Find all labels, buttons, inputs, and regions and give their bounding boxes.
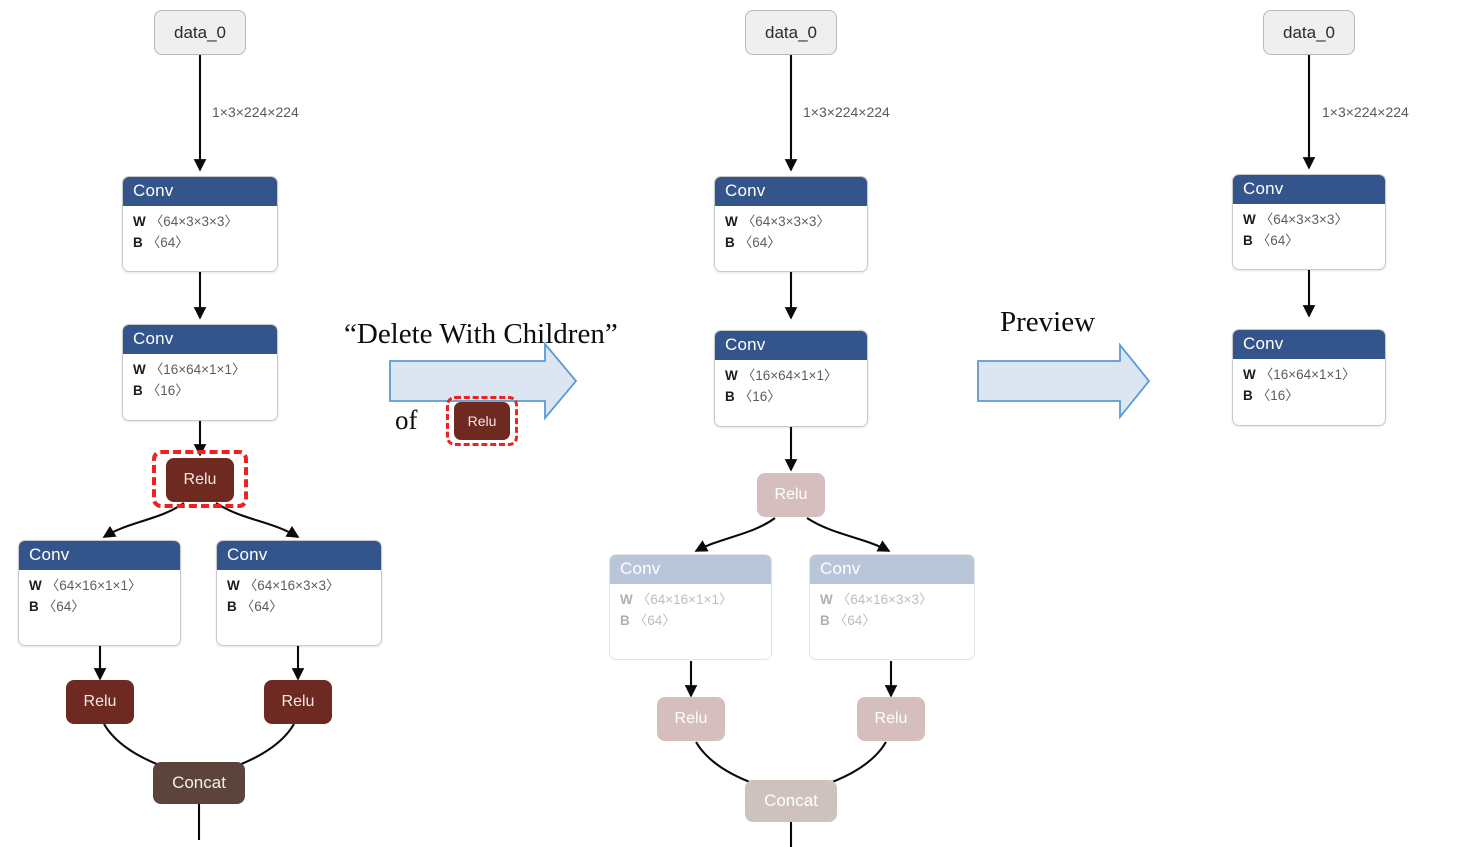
node-params: W〈64×16×1×1〉 B〈64〉 <box>610 584 771 639</box>
param-row: W〈64×16×1×1〉 <box>620 592 733 608</box>
node-relu-deleted-preview[interactable]: Relu <box>757 473 825 517</box>
selection-ring-relu <box>152 450 248 508</box>
node-label: data_0 <box>765 22 817 42</box>
annotation-delete-of: of <box>395 405 418 435</box>
node-conv4-deleted-preview[interactable]: Conv W〈64×16×3×3〉 B〈64〉 <box>809 554 975 660</box>
param-row: W〈64×3×3×3〉 <box>133 214 238 230</box>
param-row: B〈64〉 <box>133 235 189 251</box>
param-row: W〈64×16×3×3〉 <box>227 578 340 594</box>
node-header: Conv <box>715 331 867 361</box>
node-header: Conv <box>217 541 381 571</box>
node-header: Conv <box>810 555 974 585</box>
node-relu2-original[interactable]: Relu <box>66 680 134 724</box>
node-label: Relu <box>281 693 315 710</box>
node-relu2-deleted-preview[interactable]: Relu <box>657 697 725 741</box>
param-row: B〈64〉 <box>725 235 781 251</box>
node-conv2-preview[interactable]: Conv W〈16×64×1×1〉 B〈16〉 <box>714 330 868 427</box>
param-row: W〈16×64×1×1〉 <box>725 368 838 384</box>
node-relu3-deleted-preview[interactable]: Relu <box>857 697 925 741</box>
node-data0-original[interactable]: data_0 <box>154 10 246 55</box>
node-conv3-original[interactable]: Conv W〈64×16×1×1〉 B〈64〉 <box>18 540 181 646</box>
node-label: Concat <box>172 773 226 792</box>
node-params: W〈16×64×1×1〉 B〈16〉 <box>123 354 277 409</box>
edge-label-input-shape: 1×3×224×224 <box>212 104 299 120</box>
param-row: B〈16〉 <box>1243 388 1299 404</box>
node-relu-selected-original[interactable]: Relu <box>166 458 234 502</box>
edge-label-input-shape-result: 1×3×224×224 <box>1322 104 1409 120</box>
param-row: W〈64×3×3×3〉 <box>725 214 830 230</box>
node-conv4-original[interactable]: Conv W〈64×16×3×3〉 B〈64〉 <box>216 540 382 646</box>
node-label: data_0 <box>174 22 226 42</box>
node-params: W〈64×16×1×1〉 B〈64〉 <box>19 570 180 625</box>
node-header: Conv <box>1233 175 1385 205</box>
node-params: W〈64×3×3×3〉 B〈64〉 <box>715 206 867 261</box>
node-concat-original[interactable]: Concat <box>153 762 245 804</box>
annotation-relu-chip: Relu <box>454 402 510 440</box>
param-row: B〈16〉 <box>133 383 189 399</box>
node-params: W〈16×64×1×1〉 B〈16〉 <box>1233 359 1385 414</box>
param-row: B〈16〉 <box>725 389 781 405</box>
node-label: Relu <box>774 486 808 503</box>
node-conv1-result[interactable]: Conv W〈64×3×3×3〉 B〈64〉 <box>1232 174 1386 270</box>
node-label: Relu <box>83 693 117 710</box>
param-row: B〈64〉 <box>227 599 283 615</box>
node-conv2-original[interactable]: Conv W〈16×64×1×1〉 B〈16〉 <box>122 324 278 421</box>
node-label: data_0 <box>1283 22 1335 42</box>
node-label: Concat <box>764 791 818 810</box>
annotation-preview-title: Preview <box>1000 306 1096 338</box>
node-label: Relu <box>674 710 708 727</box>
param-row: W〈16×64×1×1〉 <box>1243 367 1356 383</box>
node-header: Conv <box>610 555 771 585</box>
node-params: W〈64×16×3×3〉 B〈64〉 <box>217 570 381 625</box>
node-params: W〈64×3×3×3〉 B〈64〉 <box>1233 204 1385 259</box>
node-header: Conv <box>1233 330 1385 360</box>
annotation-delete-title: “Delete With Children” <box>344 318 618 350</box>
node-data0-result[interactable]: data_0 <box>1263 10 1355 55</box>
node-params: W〈16×64×1×1〉 B〈16〉 <box>715 360 867 415</box>
param-row: W〈64×3×3×3〉 <box>1243 212 1348 228</box>
param-row: B〈64〉 <box>1243 233 1299 249</box>
param-row: W〈64×16×1×1〉 <box>29 578 142 594</box>
param-row: B〈64〉 <box>820 613 876 629</box>
param-row: B〈64〉 <box>620 613 676 629</box>
selection-ring-relu-inline <box>446 396 518 446</box>
node-header: Conv <box>19 541 180 571</box>
param-row: W〈16×64×1×1〉 <box>133 362 246 378</box>
node-data0-preview[interactable]: data_0 <box>745 10 837 55</box>
param-row: W〈64×16×3×3〉 <box>820 592 933 608</box>
node-label: Relu <box>183 471 217 488</box>
node-header: Conv <box>123 177 277 207</box>
node-params: W〈64×3×3×3〉 B〈64〉 <box>123 206 277 261</box>
node-header: Conv <box>123 325 277 355</box>
param-row: B〈64〉 <box>29 599 85 615</box>
node-params: W〈64×16×3×3〉 B〈64〉 <box>810 584 974 639</box>
node-header: Conv <box>715 177 867 207</box>
node-concat-deleted-preview[interactable]: Concat <box>745 780 837 822</box>
node-conv2-result[interactable]: Conv W〈16×64×1×1〉 B〈16〉 <box>1232 329 1386 426</box>
node-label: Relu <box>874 710 908 727</box>
node-conv1-original[interactable]: Conv W〈64×3×3×3〉 B〈64〉 <box>122 176 278 272</box>
node-conv3-deleted-preview[interactable]: Conv W〈64×16×1×1〉 B〈64〉 <box>609 554 772 660</box>
node-relu3-original[interactable]: Relu <box>264 680 332 724</box>
node-conv1-preview[interactable]: Conv W〈64×3×3×3〉 B〈64〉 <box>714 176 868 272</box>
edge-label-input-shape-preview: 1×3×224×224 <box>803 104 890 120</box>
